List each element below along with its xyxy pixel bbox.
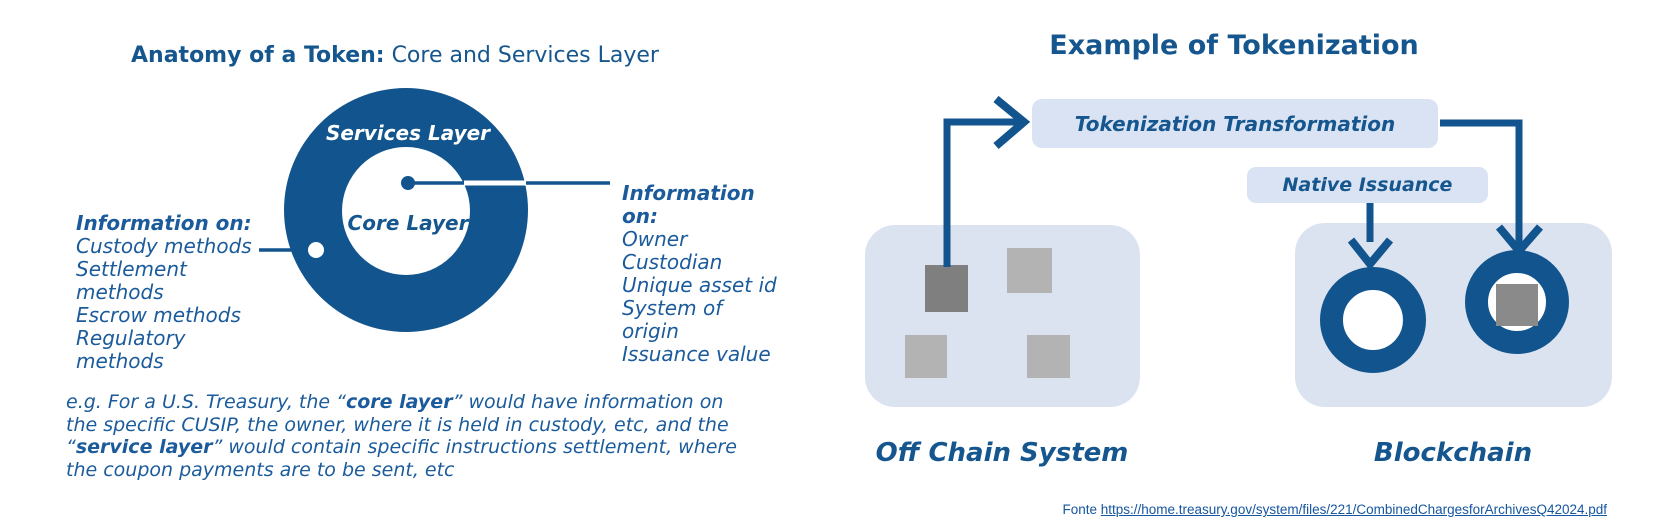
blockchain-label: Blockchain	[1373, 438, 1533, 468]
right-diagram-title: Example of Tokenization	[1049, 30, 1419, 61]
asset-square-light-3	[1027, 335, 1070, 378]
left-diagram-title: Anatomy of a Token: Core and Services La…	[0, 43, 790, 68]
asset-square-light-1	[1007, 248, 1052, 293]
text-line: Information	[622, 181, 755, 205]
text-line: Settlement	[76, 257, 187, 281]
example-note: e.g. For a U.S. Treasury, the “core laye…	[66, 391, 826, 481]
arrow-to-transformation-head	[993, 95, 1031, 150]
text-line: System of	[622, 296, 723, 320]
left-title-bold: Anatomy of a Token:	[131, 43, 385, 68]
asset-square-dark	[925, 265, 968, 312]
token-ring-native	[1320, 267, 1426, 373]
note-line: “service layer” would contain specific i…	[66, 436, 737, 458]
services-callout-dot	[308, 242, 324, 258]
text-line: Owner	[622, 227, 688, 251]
text-line: methods	[76, 280, 164, 304]
off-chain-system-box	[865, 225, 1140, 407]
native-issuance-pill: Native Issuance	[1247, 167, 1488, 203]
note-line: the coupon payments are to be sent, etc	[66, 458, 455, 481]
tokenization-transformation-label: Tokenization Transformation	[1074, 111, 1396, 136]
asset-square-light-2	[905, 335, 947, 378]
note-line: e.g. For a U.S. Treasury, the “core laye…	[66, 391, 724, 413]
text-line: methods	[76, 349, 164, 373]
source-line: Fonte https://home.treasury.gov/system/f…	[1062, 502, 1607, 517]
text-line: Custody methods	[76, 234, 252, 258]
text-line: on:	[622, 204, 658, 228]
text-line: Escrow methods	[76, 303, 241, 327]
services-layer-label: Services Layer	[325, 121, 491, 145]
tokenized-asset-square	[1496, 284, 1538, 326]
text-line: Issuance value	[622, 342, 771, 366]
core-layer-label: Core Layer	[347, 211, 469, 235]
services-info-heading: Information on:	[76, 211, 252, 235]
text-line: origin	[622, 319, 679, 343]
source-prefix: Fonte	[1062, 502, 1101, 517]
text-line: Unique asset id	[622, 273, 777, 297]
text-line: Regulatory	[76, 326, 186, 350]
note-line: the specific CUSIP, the owner, where it …	[66, 413, 729, 436]
native-issuance-label: Native Issuance	[1282, 174, 1453, 196]
tokenization-transformation-pill: Tokenization Transformation	[1032, 99, 1438, 148]
text-line: Custodian	[622, 250, 723, 274]
source-link[interactable]: https://home.treasury.gov/system/files/2…	[1100, 502, 1607, 517]
left-title-rest: Core and Services Layer	[384, 43, 659, 68]
core-callout-dot	[401, 176, 415, 190]
off-chain-system-label: Off Chain System	[875, 438, 1129, 468]
